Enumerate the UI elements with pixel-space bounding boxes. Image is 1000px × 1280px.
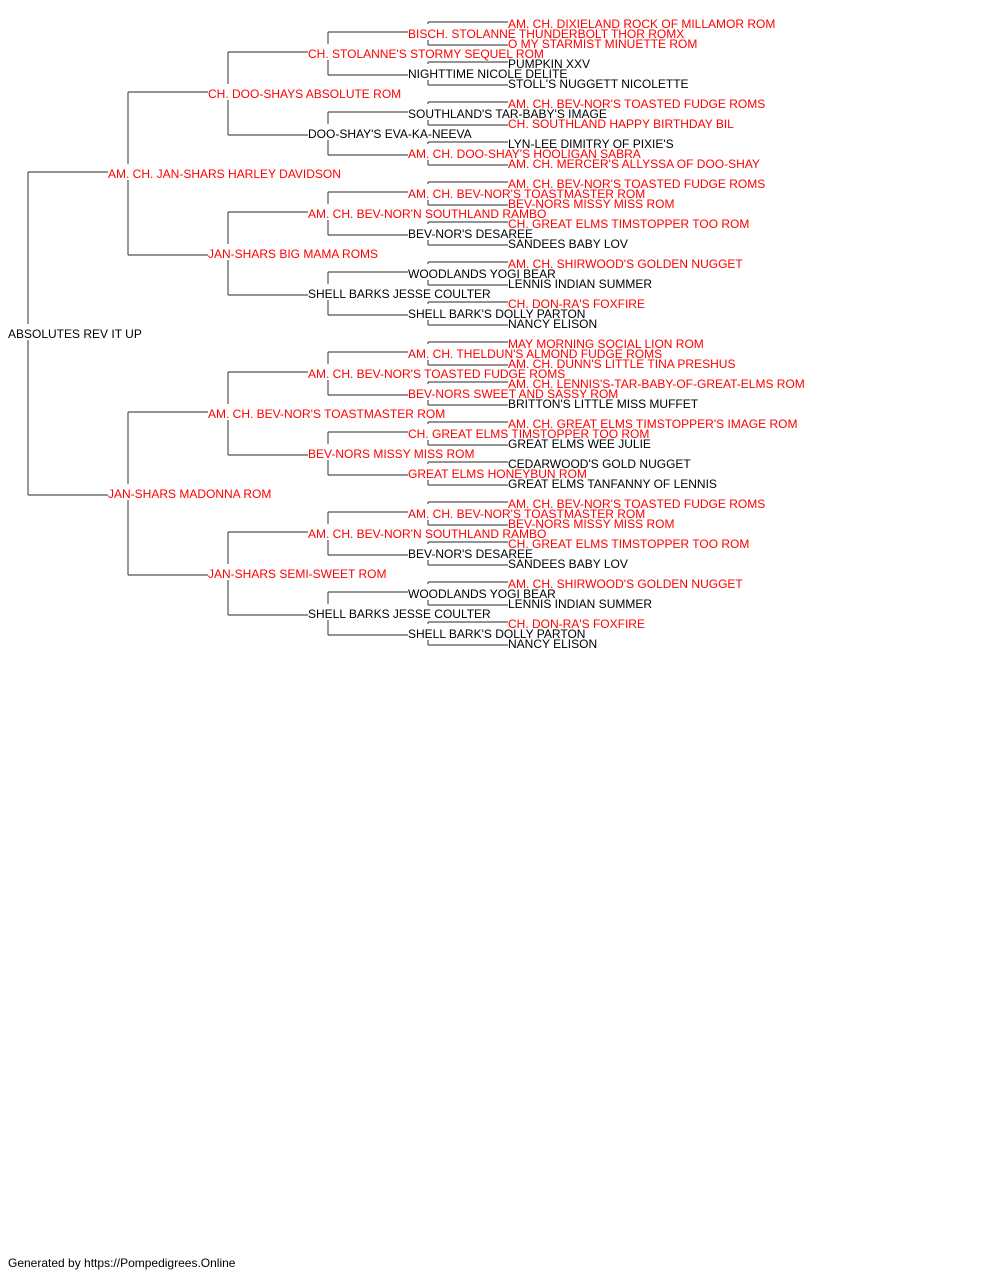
dog-name-sire.dam.sire.dam: BEV-NOR'S DESAREE xyxy=(408,227,533,241)
dog-name-dam.dam.dam.dam.sire: CH. DON-RA'S FOXFIRE xyxy=(508,617,645,631)
dog-name-sire.sire.dam.dam.sire: LYN-LEE DIMITRY OF PIXIE'S xyxy=(508,137,674,151)
dog-name-subject: ABSOLUTES REV IT UP xyxy=(8,327,142,341)
dog-name-dam.sire.sire.sire.dam: AM. CH. DUNN'S LITTLE TINA PRESHUS xyxy=(508,357,735,371)
dog-name-dam.sire.dam: BEV-NORS MISSY MISS ROM xyxy=(308,447,474,461)
dog-name-dam.sire.dam.dam.dam: GREAT ELMS TANFANNY OF LENNIS xyxy=(508,477,717,491)
dog-name-sire.dam: JAN-SHARS BIG MAMA ROMS xyxy=(208,247,378,261)
dog-name-sire.sire.dam.sire.sire: AM. CH. BEV-NOR'S TOASTED FUDGE ROMS xyxy=(508,97,765,111)
dog-name-dam.sire: AM. CH. BEV-NOR'S TOASTMASTER ROM xyxy=(208,407,445,421)
dog-name-sire.dam.dam.dam: SHELL BARK'S DOLLY PARTON xyxy=(408,307,585,321)
dog-name-sire.sire.dam: DOO-SHAY'S EVA-KA-NEEVA xyxy=(308,127,472,141)
dog-name-dam.dam.sire.sire.dam: BEV-NORS MISSY MISS ROM xyxy=(508,517,674,531)
dog-name-dam.dam.dam: SHELL BARKS JESSE COULTER xyxy=(308,607,491,621)
footer-credit: Generated by https://Pompedigrees.Online xyxy=(8,1256,236,1270)
dog-name-sire.sire.sire.sire.dam: O MY STARMIST MINUETTE ROM xyxy=(508,37,697,51)
dog-name-dam.dam: JAN-SHARS SEMI-SWEET ROM xyxy=(208,567,386,581)
dog-name-dam.sire.dam.sire.dam: GREAT ELMS WEE JULIE xyxy=(508,437,651,451)
dog-name-sire.sire.sire.dam: NIGHTTIME NICOLE DELITE xyxy=(408,67,567,81)
dog-name-dam.dam.sire.dam.sire: CH. GREAT ELMS TIMSTOPPER TOO ROM xyxy=(508,537,749,551)
dog-name-dam.dam.sire.dam: BEV-NOR'S DESAREE xyxy=(408,547,533,561)
dog-name-sire.sire.sire.sire.sire: AM. CH. DIXIELAND ROCK OF MILLAMOR ROM xyxy=(508,17,775,31)
dog-name-sire.dam.sire.dam.dam: SANDEES BABY LOV xyxy=(508,237,628,251)
dog-name-sire.sire.sire: CH. STOLANNE'S STORMY SEQUEL ROM xyxy=(308,47,544,61)
dog-name-sire: AM. CH. JAN-SHARS HARLEY DAVIDSON xyxy=(108,167,341,181)
dog-name-sire.sire.sire.dam.sire: PUMPKIN XXV xyxy=(508,57,590,71)
dog-name-dam.dam.sire.sire.sire: AM. CH. BEV-NOR'S TOASTED FUDGE ROMS xyxy=(508,497,765,511)
dog-name-sire.dam.dam.sire.sire: AM. CH. SHIRWOOD'S GOLDEN NUGGET xyxy=(508,257,743,271)
dog-name-dam.sire.dam.dam: GREAT ELMS HONEYBUN ROM xyxy=(408,467,587,481)
dog-name-dam.sire.sire.sire.sire: MAY MORNING SOCIAL LION ROM xyxy=(508,337,704,351)
dog-name-sire.dam.sire.sire: AM. CH. BEV-NOR'S TOASTMASTER ROM xyxy=(408,187,645,201)
dog-name-sire.sire: CH. DOO-SHAYS ABSOLUTE ROM xyxy=(208,87,401,101)
dog-names: ABSOLUTES REV IT UP AM. CH. JAN-SHARS HAR… xyxy=(8,17,805,651)
dog-name-sire.sire.sire.sire: BISCH. STOLANNE THUNDERBOLT THOR ROMX xyxy=(408,27,684,41)
dog-name-sire.dam.sire.dam.sire: CH. GREAT ELMS TIMSTOPPER TOO ROM xyxy=(508,217,749,231)
dog-name-dam.sire.dam.sire.sire: AM. CH. GREAT ELMS TIMSTOPPER'S IMAGE RO… xyxy=(508,417,797,431)
dog-name-dam.dam.dam.sire.dam: LENNIS INDIAN SUMMER xyxy=(508,597,652,611)
dog-name-dam.dam.dam.dam: SHELL BARK'S DOLLY PARTON xyxy=(408,627,585,641)
dog-name-sire.dam.dam.sire.dam: LENNIS INDIAN SUMMER xyxy=(508,277,652,291)
dog-name-dam.sire.dam.sire: CH. GREAT ELMS TIMSTOPPER TOO ROM xyxy=(408,427,649,441)
dog-name-sire.dam.sire: AM. CH. BEV-NOR'N SOUTHLAND RAMBO xyxy=(308,207,546,221)
dog-name-dam.sire.sire.dam.sire: AM. CH. LENNIS'S-TAR-BABY-OF-GREAT-ELMS … xyxy=(508,377,805,391)
dog-name-sire.sire.dam.dam: AM. CH. DOO-SHAY'S HOOLIGAN SABRA xyxy=(408,147,641,161)
dog-name-sire.dam.dam.dam.sire: CH. DON-RA'S FOXFIRE xyxy=(508,297,645,311)
dog-name-dam.sire.sire.dam: BEV-NORS SWEET AND SASSY ROM xyxy=(408,387,618,401)
dog-name-dam.dam.dam.dam.dam: NANCY ELISON xyxy=(508,637,597,651)
dog-name-dam.dam.sire.dam.dam: SANDEES BABY LOV xyxy=(508,557,628,571)
dog-name-sire.dam.sire.sire.dam: BEV-NORS MISSY MISS ROM xyxy=(508,197,674,211)
connector-lines xyxy=(27,21,508,646)
dog-name-dam.dam.dam.sire.sire: AM. CH. SHIRWOOD'S GOLDEN NUGGET xyxy=(508,577,743,591)
dog-name-dam.sire.dam.dam.sire: CEDARWOOD'S GOLD NUGGET xyxy=(508,457,691,471)
dog-name-sire.dam.sire.sire.sire: AM. CH. BEV-NOR'S TOASTED FUDGE ROMS xyxy=(508,177,765,191)
dog-name-sire.sire.dam.sire.dam: CH. SOUTHLAND HAPPY BIRTHDAY BIL xyxy=(508,117,734,131)
dog-name-dam.dam.dam.sire: WOODLANDS YOGI BEAR xyxy=(408,587,556,601)
dog-name-dam.sire.sire.dam.dam: BRITTON'S LITTLE MISS MUFFET xyxy=(508,397,699,411)
dog-name-sire.sire.sire.dam.dam: STOLL'S NUGGETT NICOLETTE xyxy=(508,77,689,91)
dog-name-sire.dam.dam.sire: WOODLANDS YOGI BEAR xyxy=(408,267,556,281)
dog-name-sire.sire.dam.sire: SOUTHLAND'S TAR-BABY'S IMAGE xyxy=(408,107,607,121)
dog-name-dam.dam.sire: AM. CH. BEV-NOR'N SOUTHLAND RAMBO xyxy=(308,527,546,541)
dog-name-dam.sire.sire: AM. CH. BEV-NOR'S TOASTED FUDGE ROMS xyxy=(308,367,565,381)
dog-name-dam: JAN-SHARS MADONNA ROM xyxy=(108,487,271,501)
dog-name-sire.dam.dam.dam.dam: NANCY ELISON xyxy=(508,317,597,331)
dog-name-sire.sire.dam.dam.dam: AM. CH. MERCER'S ALLYSSA OF DOO-SHAY xyxy=(508,157,760,171)
dog-name-sire.dam.dam: SHELL BARKS JESSE COULTER xyxy=(308,287,491,301)
dog-name-dam.sire.sire.sire: AM. CH. THELDUN'S ALMOND FUDGE ROMS xyxy=(408,347,662,361)
dog-name-dam.dam.sire.sire: AM. CH. BEV-NOR'S TOASTMASTER ROM xyxy=(408,507,645,521)
